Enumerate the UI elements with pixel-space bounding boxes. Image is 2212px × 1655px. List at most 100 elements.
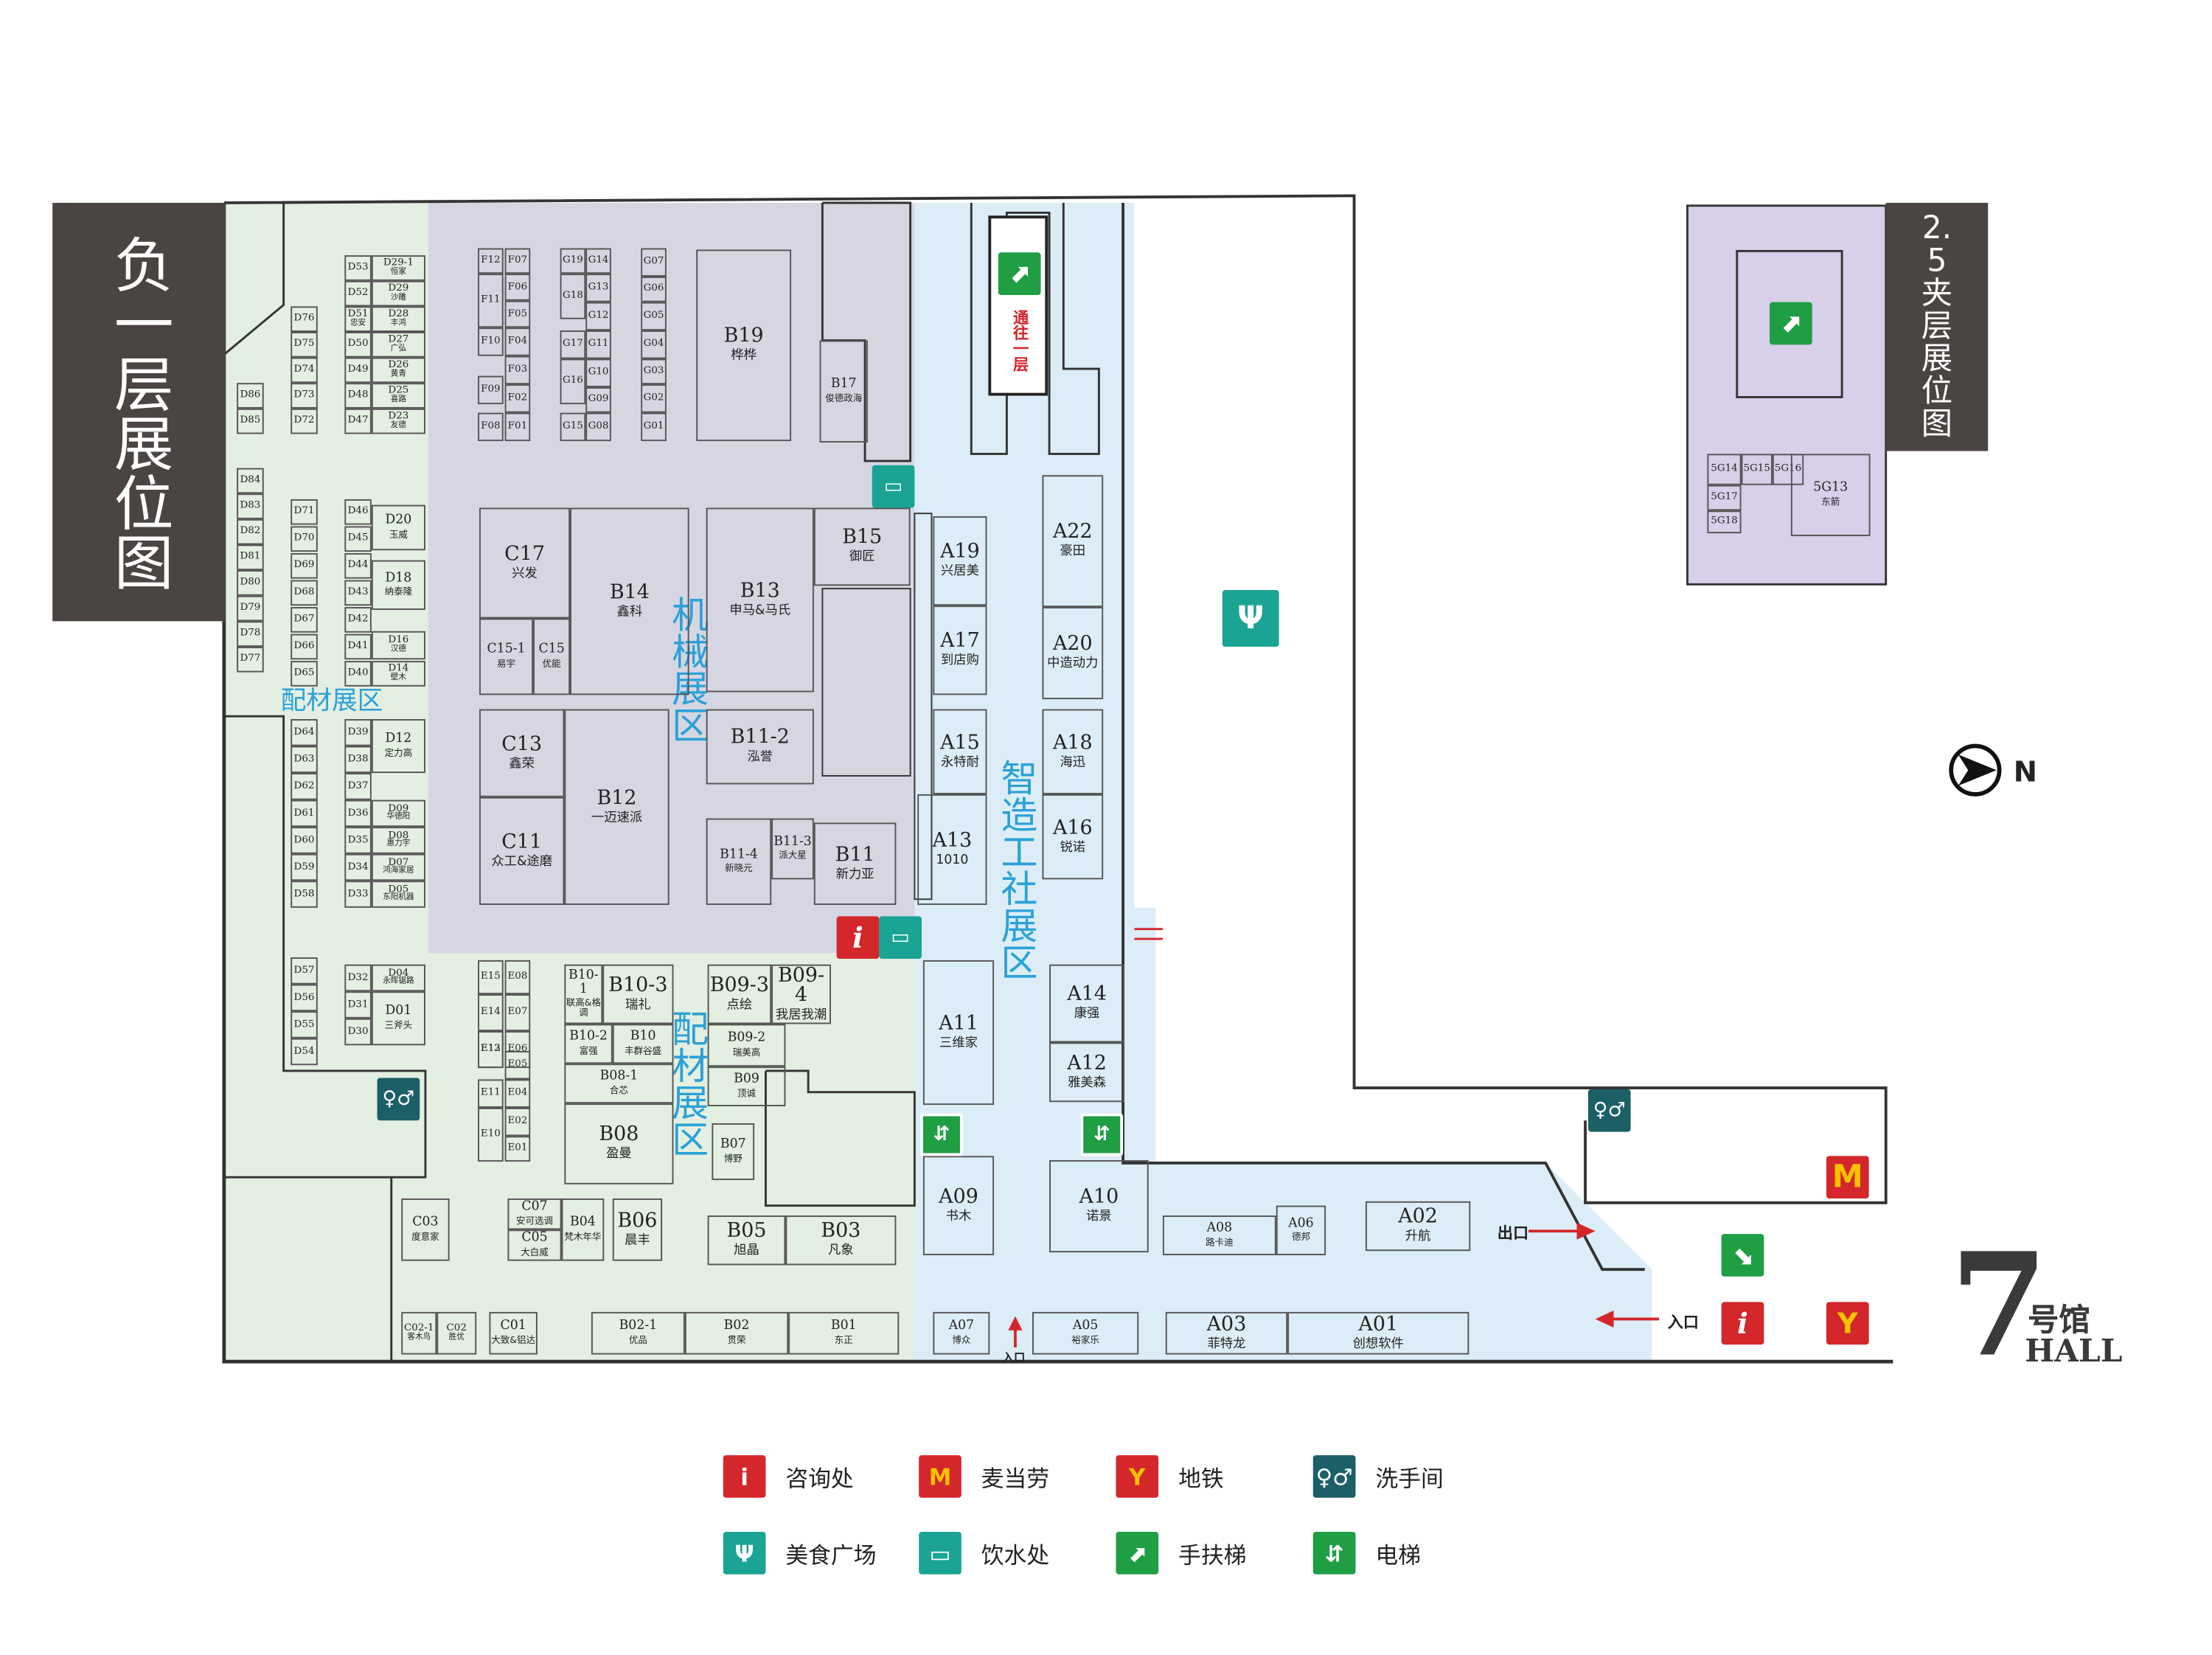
booth-d63[interactable]: D63 — [291, 746, 318, 774]
booth-d33[interactable]: D33 — [344, 881, 372, 908]
booth-d70[interactable]: D70 — [291, 526, 318, 552]
booth-f06[interactable]: F06 — [504, 274, 531, 301]
booth-f12[interactable]: F12 — [478, 248, 504, 274]
booth-d53[interactable]: D53 — [344, 255, 372, 281]
booth-g03[interactable]: G03 — [641, 358, 667, 385]
booth-d36[interactable]: D36 — [344, 799, 372, 828]
booth-d40[interactable]: D40 — [344, 661, 372, 687]
booth-d57[interactable]: D57 — [291, 957, 318, 985]
booth-d85[interactable]: D85 — [237, 408, 264, 434]
booth-d72[interactable]: D72 — [291, 408, 318, 434]
booth-d45[interactable]: D45 — [344, 526, 372, 552]
booth-d49[interactable]: D49 — [344, 357, 372, 384]
booth-d80[interactable]: D80 — [237, 570, 264, 596]
booth-d83[interactable]: D83 — [237, 493, 264, 519]
booth-f08[interactable]: F08 — [478, 412, 504, 442]
booth-d81[interactable]: D81 — [237, 544, 264, 571]
booth-d56[interactable]: D56 — [291, 984, 318, 1012]
booth-e01[interactable]: E01 — [504, 1136, 531, 1162]
booth-e12[interactable]: E12 — [478, 1031, 504, 1069]
booth-d65[interactable]: D65 — [291, 661, 318, 687]
booth-5g15[interactable]: 5G15 — [1741, 454, 1773, 485]
booth-d35[interactable]: D35 — [344, 827, 372, 854]
booth-e14[interactable]: E14 — [478, 994, 504, 1032]
booth-d71[interactable]: D71 — [291, 499, 318, 525]
booth-d30[interactable]: D30 — [344, 1018, 372, 1046]
booth-e10[interactable]: E10 — [478, 1107, 504, 1162]
booth-d61[interactable]: D61 — [291, 799, 318, 828]
booth-d47[interactable]: D47 — [344, 408, 372, 434]
booth-g12[interactable]: G12 — [585, 302, 611, 331]
booth-d43[interactable]: D43 — [344, 580, 372, 606]
booth-d76[interactable]: D76 — [291, 306, 318, 333]
booth-d44[interactable]: D44 — [344, 553, 372, 579]
booth-f09[interactable]: F09 — [478, 375, 504, 405]
booth-d66[interactable]: D66 — [291, 634, 318, 660]
booth-d39[interactable]: D39 — [344, 719, 372, 746]
booth-5g16[interactable]: 5G16 — [1772, 454, 1804, 485]
booth-g09[interactable]: G09 — [585, 387, 611, 413]
booth-g13[interactable]: G13 — [585, 274, 611, 302]
booth-f02[interactable]: F02 — [504, 384, 531, 413]
booth-e15[interactable]: E15 — [478, 960, 504, 995]
booth-d37[interactable]: D37 — [344, 773, 372, 800]
booth-d54[interactable]: D54 — [291, 1038, 318, 1066]
booth-g01[interactable]: G01 — [641, 412, 667, 442]
booth-d34[interactable]: D34 — [344, 853, 372, 881]
booth-d75[interactable]: D75 — [291, 332, 318, 358]
booth-e04[interactable]: E04 — [504, 1079, 531, 1108]
booth-g04[interactable]: G04 — [641, 330, 667, 359]
booth-d78[interactable]: D78 — [237, 621, 264, 647]
booth-d69[interactable]: D69 — [291, 553, 318, 579]
booth-f03[interactable]: F03 — [504, 355, 531, 385]
booth-d62[interactable]: D62 — [291, 773, 318, 800]
booth-d46[interactable]: D46 — [344, 499, 372, 525]
booth-g10[interactable]: G10 — [585, 358, 611, 388]
booth-e02[interactable]: E02 — [504, 1107, 531, 1137]
booth-5g17[interactable]: 5G17 — [1707, 485, 1742, 511]
booth-f05[interactable]: F05 — [504, 300, 531, 328]
